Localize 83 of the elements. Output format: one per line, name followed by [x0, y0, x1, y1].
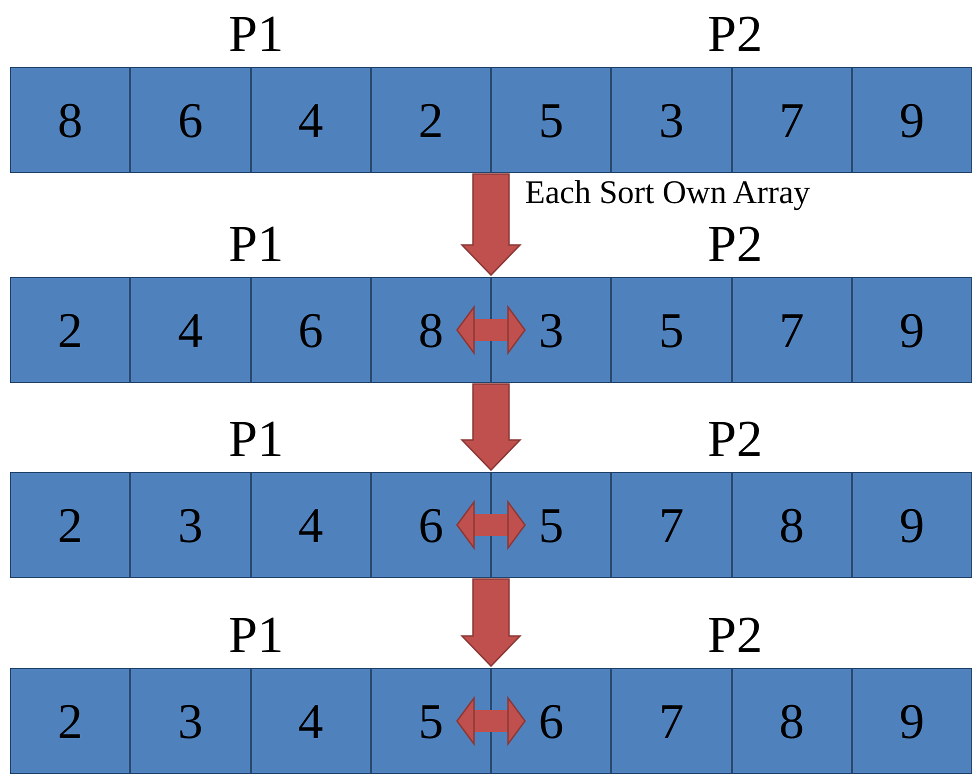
block-arrow: [460, 383, 522, 472]
cell-number: 7: [658, 500, 684, 550]
processor-label: P1: [228, 414, 284, 466]
cell-number: 4: [298, 696, 324, 746]
array-cell: [10, 668, 130, 774]
cell-number: 8: [418, 305, 444, 355]
array-cell: [10, 277, 130, 383]
processor-label: P1: [228, 219, 284, 271]
cell-number: 6: [418, 500, 444, 550]
array-cell: [250, 668, 371, 774]
cell-number: 6: [178, 95, 203, 145]
array-cell: [250, 277, 371, 383]
cell-number: 7: [779, 305, 804, 355]
array-cell: [732, 67, 852, 173]
processor-label: P1: [228, 610, 284, 662]
cell-number: 7: [658, 696, 684, 746]
double-arrow: [456, 306, 526, 354]
array-cell: [130, 668, 250, 774]
array-cell: [250, 67, 371, 173]
cell-number: 5: [658, 305, 684, 355]
cell-number: 3: [178, 696, 203, 746]
array-cell: [732, 472, 852, 578]
edge-label: Each Sort Own Array: [525, 177, 810, 210]
cell-number: 8: [779, 696, 804, 746]
array-cell: [491, 277, 612, 383]
cell-number: 4: [178, 305, 203, 355]
array-cell: [852, 472, 972, 578]
array-cell: [370, 668, 491, 774]
array-cell: [491, 668, 612, 774]
array-cell: [611, 277, 732, 383]
array-cell: [370, 277, 491, 383]
array-cell: [852, 277, 972, 383]
cell-number: 3: [178, 500, 203, 550]
array-bar: [10, 277, 972, 383]
array-bar: [10, 472, 972, 578]
block-arrow: [460, 578, 522, 668]
cell-number: 5: [418, 696, 444, 746]
cell-number: 7: [779, 95, 804, 145]
array-cell: [491, 472, 612, 578]
array-cell: [732, 277, 852, 383]
block-arrow: [460, 173, 522, 276]
cell-number: 2: [58, 696, 83, 746]
array-cell: [611, 668, 732, 774]
processor-label: P2: [708, 414, 762, 466]
cell-number: 5: [538, 95, 564, 145]
array-cell: [130, 67, 250, 173]
cell-number: 9: [899, 305, 924, 355]
processor-label: P2: [708, 610, 762, 662]
array-cell: [370, 67, 491, 173]
processor-label: P2: [708, 219, 762, 271]
array-cell: [130, 277, 250, 383]
array-cell: [732, 668, 852, 774]
array-cell: [10, 472, 130, 578]
processor-label: P2: [708, 9, 762, 61]
cell-number: 3: [538, 305, 564, 355]
double-arrow: [456, 697, 526, 745]
cell-number: 6: [298, 305, 324, 355]
cell-number: 9: [899, 95, 924, 145]
array-cell: [370, 472, 491, 578]
cell-number: 9: [899, 500, 924, 550]
array-cell: [130, 472, 250, 578]
cell-number: 8: [779, 500, 804, 550]
cell-number: 4: [298, 95, 324, 145]
array-cell: [250, 472, 371, 578]
cell-number: 2: [418, 95, 444, 145]
array-cell: [10, 67, 130, 173]
cell-number: 2: [58, 305, 83, 355]
cell-number: 4: [298, 500, 324, 550]
array-cell: [611, 67, 732, 173]
cell-number: 6: [538, 696, 564, 746]
cell-number: 9: [899, 696, 924, 746]
array-bar: [10, 67, 972, 173]
cell-number: 3: [658, 95, 684, 145]
double-arrow: [456, 501, 526, 549]
array-cell: [611, 472, 732, 578]
cell-number: 8: [58, 95, 83, 145]
cell-number: 5: [538, 500, 564, 550]
processor-label: P1: [228, 9, 284, 61]
cell-number: 2: [58, 500, 83, 550]
array-cell: [852, 67, 972, 173]
array-cell: [491, 67, 612, 173]
array-cell: [852, 668, 972, 774]
array-bar: [10, 668, 972, 774]
